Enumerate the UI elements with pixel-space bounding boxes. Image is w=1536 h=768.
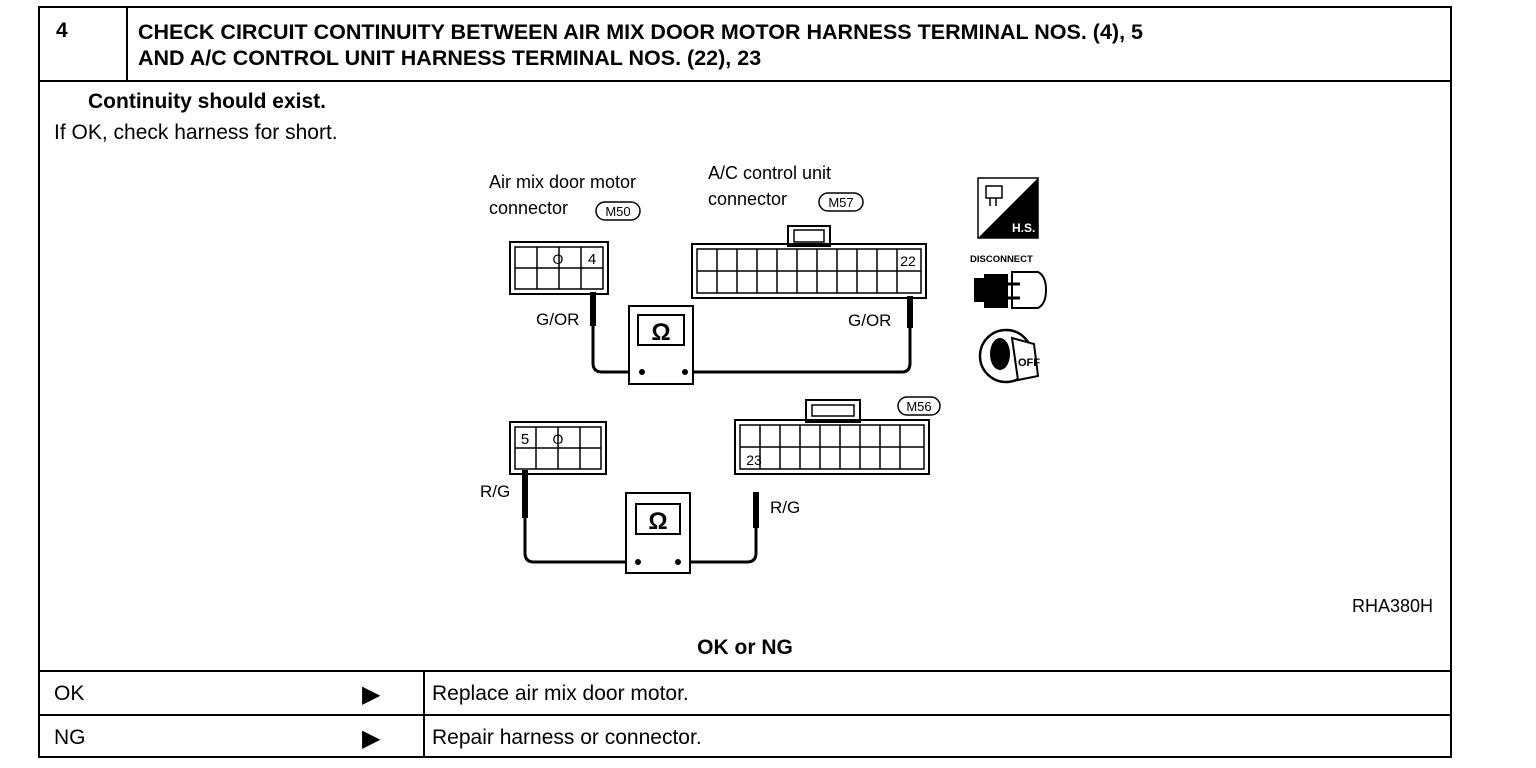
m50-connector xyxy=(509,241,609,295)
arrow-right-icon: ▶ xyxy=(362,681,381,708)
disconnect-connector-icon xyxy=(974,271,1048,309)
m57-badge xyxy=(818,192,864,212)
terminal-5: 5 xyxy=(521,431,529,448)
m56-label: M56 xyxy=(906,399,931,414)
terminal-4: 4 xyxy=(588,251,596,268)
m57-label: M57 xyxy=(828,195,853,210)
bottom-circle-mark: O xyxy=(553,431,564,447)
terminal-23: 23 xyxy=(746,452,762,468)
step-title-line-1: CHECK CIRCUIT CONTINUITY BETWEEN AIR MIX… xyxy=(138,20,1143,44)
disconnect-label: DISCONNECT xyxy=(970,254,1033,265)
figure-reference-code: RHA380H xyxy=(1352,596,1434,616)
wire-gor-left: G/OR xyxy=(536,310,579,329)
bottom-circuit xyxy=(522,470,759,574)
ohmmeter-top-symbol: Ω xyxy=(651,319,670,346)
continuity-diagram: Air mix door motor connector M50 A/C con… xyxy=(480,163,1048,574)
column-divider xyxy=(423,672,425,714)
m50-label: M50 xyxy=(605,204,630,219)
ac-label-2: connector xyxy=(708,189,787,209)
ohmmeter-bottom-symbol: Ω xyxy=(648,508,667,535)
result-action-ok: Replace air mix door motor. xyxy=(432,682,689,705)
step-title-line-2: AND A/C CONTROL UNIT HARNESS TERMINAL NO… xyxy=(138,46,762,70)
column-divider xyxy=(423,716,425,758)
m50-badge xyxy=(595,201,641,221)
result-action-ng: Repair harness or connector. xyxy=(432,726,702,749)
step-title: CHECK CIRCUIT CONTINUITY BETWEEN AIR MIX… xyxy=(138,19,1418,71)
wire-rg-left: R/G xyxy=(480,482,510,501)
ok-or-ng-heading: OK or NG xyxy=(697,636,793,659)
m56-badge xyxy=(897,396,941,416)
air-mix-label-2: connector xyxy=(489,198,568,218)
if-ok-instruction: If OK, check harness for short. xyxy=(54,121,338,144)
continuity-instruction: Continuity should exist. xyxy=(88,90,327,113)
result-label-ng: NG xyxy=(54,726,86,749)
procedure-table: 4 CHECK CIRCUIT CONTINUITY BETWEEN AIR M… xyxy=(38,6,1452,758)
step-number: 4 xyxy=(40,8,128,80)
m50-circle-mark: O xyxy=(553,251,564,267)
result-row-ok: OK ▶ Replace air mix door motor. xyxy=(40,670,1450,714)
ac-label-1: A/C control unit xyxy=(708,163,831,183)
off-label: OFF xyxy=(1018,357,1040,369)
wire-gor-right: G/OR xyxy=(848,311,891,330)
air-mix-label-1: Air mix door motor xyxy=(489,172,636,192)
step-header: 4 CHECK CIRCUIT CONTINUITY BETWEEN AIR M… xyxy=(40,8,1450,82)
hs-icon-label: H.S. xyxy=(1012,221,1035,235)
wire-rg-right: R/G xyxy=(770,498,800,517)
terminal-22: 22 xyxy=(900,253,916,269)
ignition-off-key-icon xyxy=(978,328,1040,384)
m56-connector xyxy=(734,399,930,475)
m57-connector xyxy=(691,225,927,299)
result-row-ng: NG ▶ Repair harness or connector. xyxy=(40,714,1450,758)
bottom-left-connector xyxy=(509,421,607,475)
top-circuit xyxy=(590,292,913,385)
result-label-ok: OK xyxy=(54,682,85,705)
hs-icon xyxy=(977,177,1039,239)
arrow-right-icon: ▶ xyxy=(362,725,381,752)
